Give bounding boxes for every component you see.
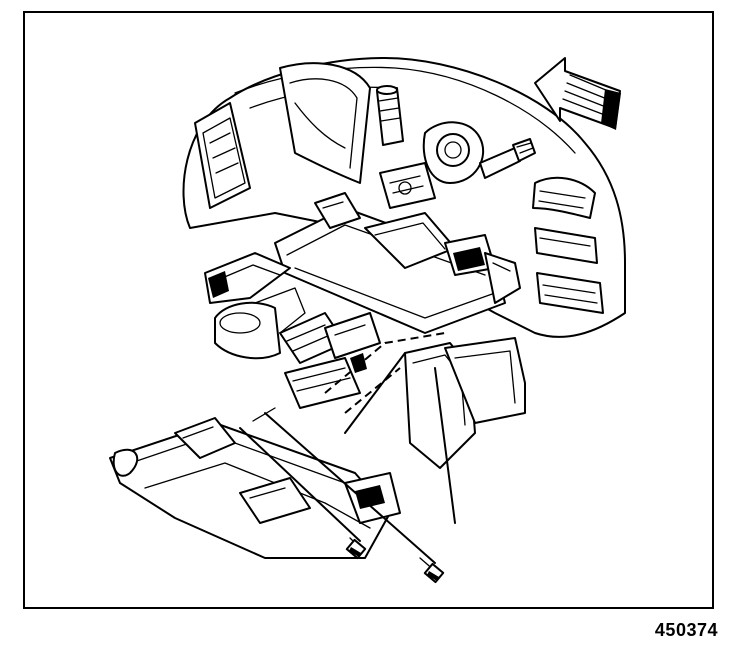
steering-column: [376, 85, 536, 209]
bolt-left: [345, 537, 367, 560]
left-bracket-assembly: [204, 252, 306, 360]
hatched-arrow-icon: [534, 57, 621, 130]
lower-housing: [274, 192, 521, 334]
fastener-guide-lines: [239, 352, 456, 564]
bracket-hardware: [279, 312, 381, 409]
illustration-frame: [23, 11, 714, 609]
lower-trim-panel: [109, 417, 401, 559]
knee-bolster-panel: [324, 332, 526, 469]
exploded-view-drawing: [109, 57, 626, 584]
screw-bolts: [345, 537, 445, 584]
figure-id-label: 450374: [654, 620, 718, 640]
bolt-right: [419, 557, 445, 584]
